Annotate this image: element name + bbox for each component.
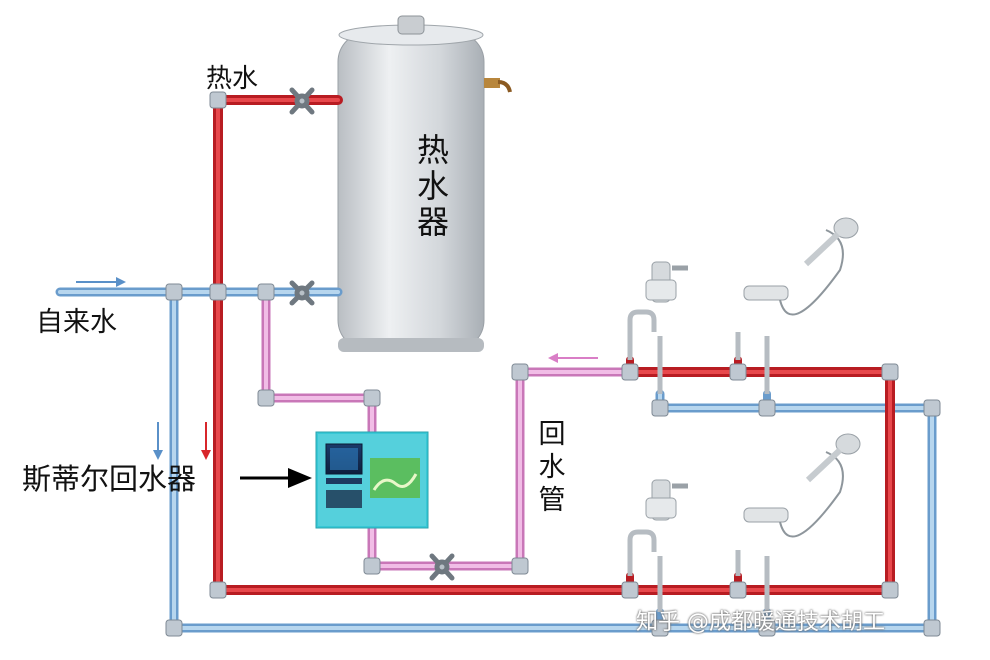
- shower-mixer-lower: [735, 433, 861, 612]
- basin-faucet-upper: [627, 261, 688, 394]
- basin-faucet-lower: [627, 479, 688, 612]
- hot-water-label: 热水: [206, 64, 259, 94]
- cold-down-arrow: [153, 422, 163, 460]
- tap-water-label: 自来水: [36, 307, 117, 338]
- return-device-label: 斯蒂尔回水器: [22, 462, 197, 496]
- valve-cold-inlet: [289, 280, 315, 306]
- return-flow-arrow: [548, 353, 598, 363]
- pipe-fittings: [165, 91, 941, 637]
- shower-mixer-upper: [735, 217, 859, 394]
- watermark: 知乎 @成都暖通技术胡工: [636, 610, 885, 635]
- water-heater-tank: [337, 15, 512, 352]
- hot-down-arrow: [201, 422, 211, 460]
- valve-return: [429, 553, 455, 581]
- return-pipe-label: 回水管: [538, 419, 566, 516]
- water-heater-label: 热水器: [416, 131, 449, 241]
- device-pointer-arrow: [240, 468, 312, 488]
- valve-hot-outlet: [289, 87, 315, 115]
- device-logo: [370, 458, 420, 498]
- flow-arrows: [76, 277, 598, 460]
- inlet-arrow: [76, 277, 126, 287]
- return-water-device: [315, 431, 429, 529]
